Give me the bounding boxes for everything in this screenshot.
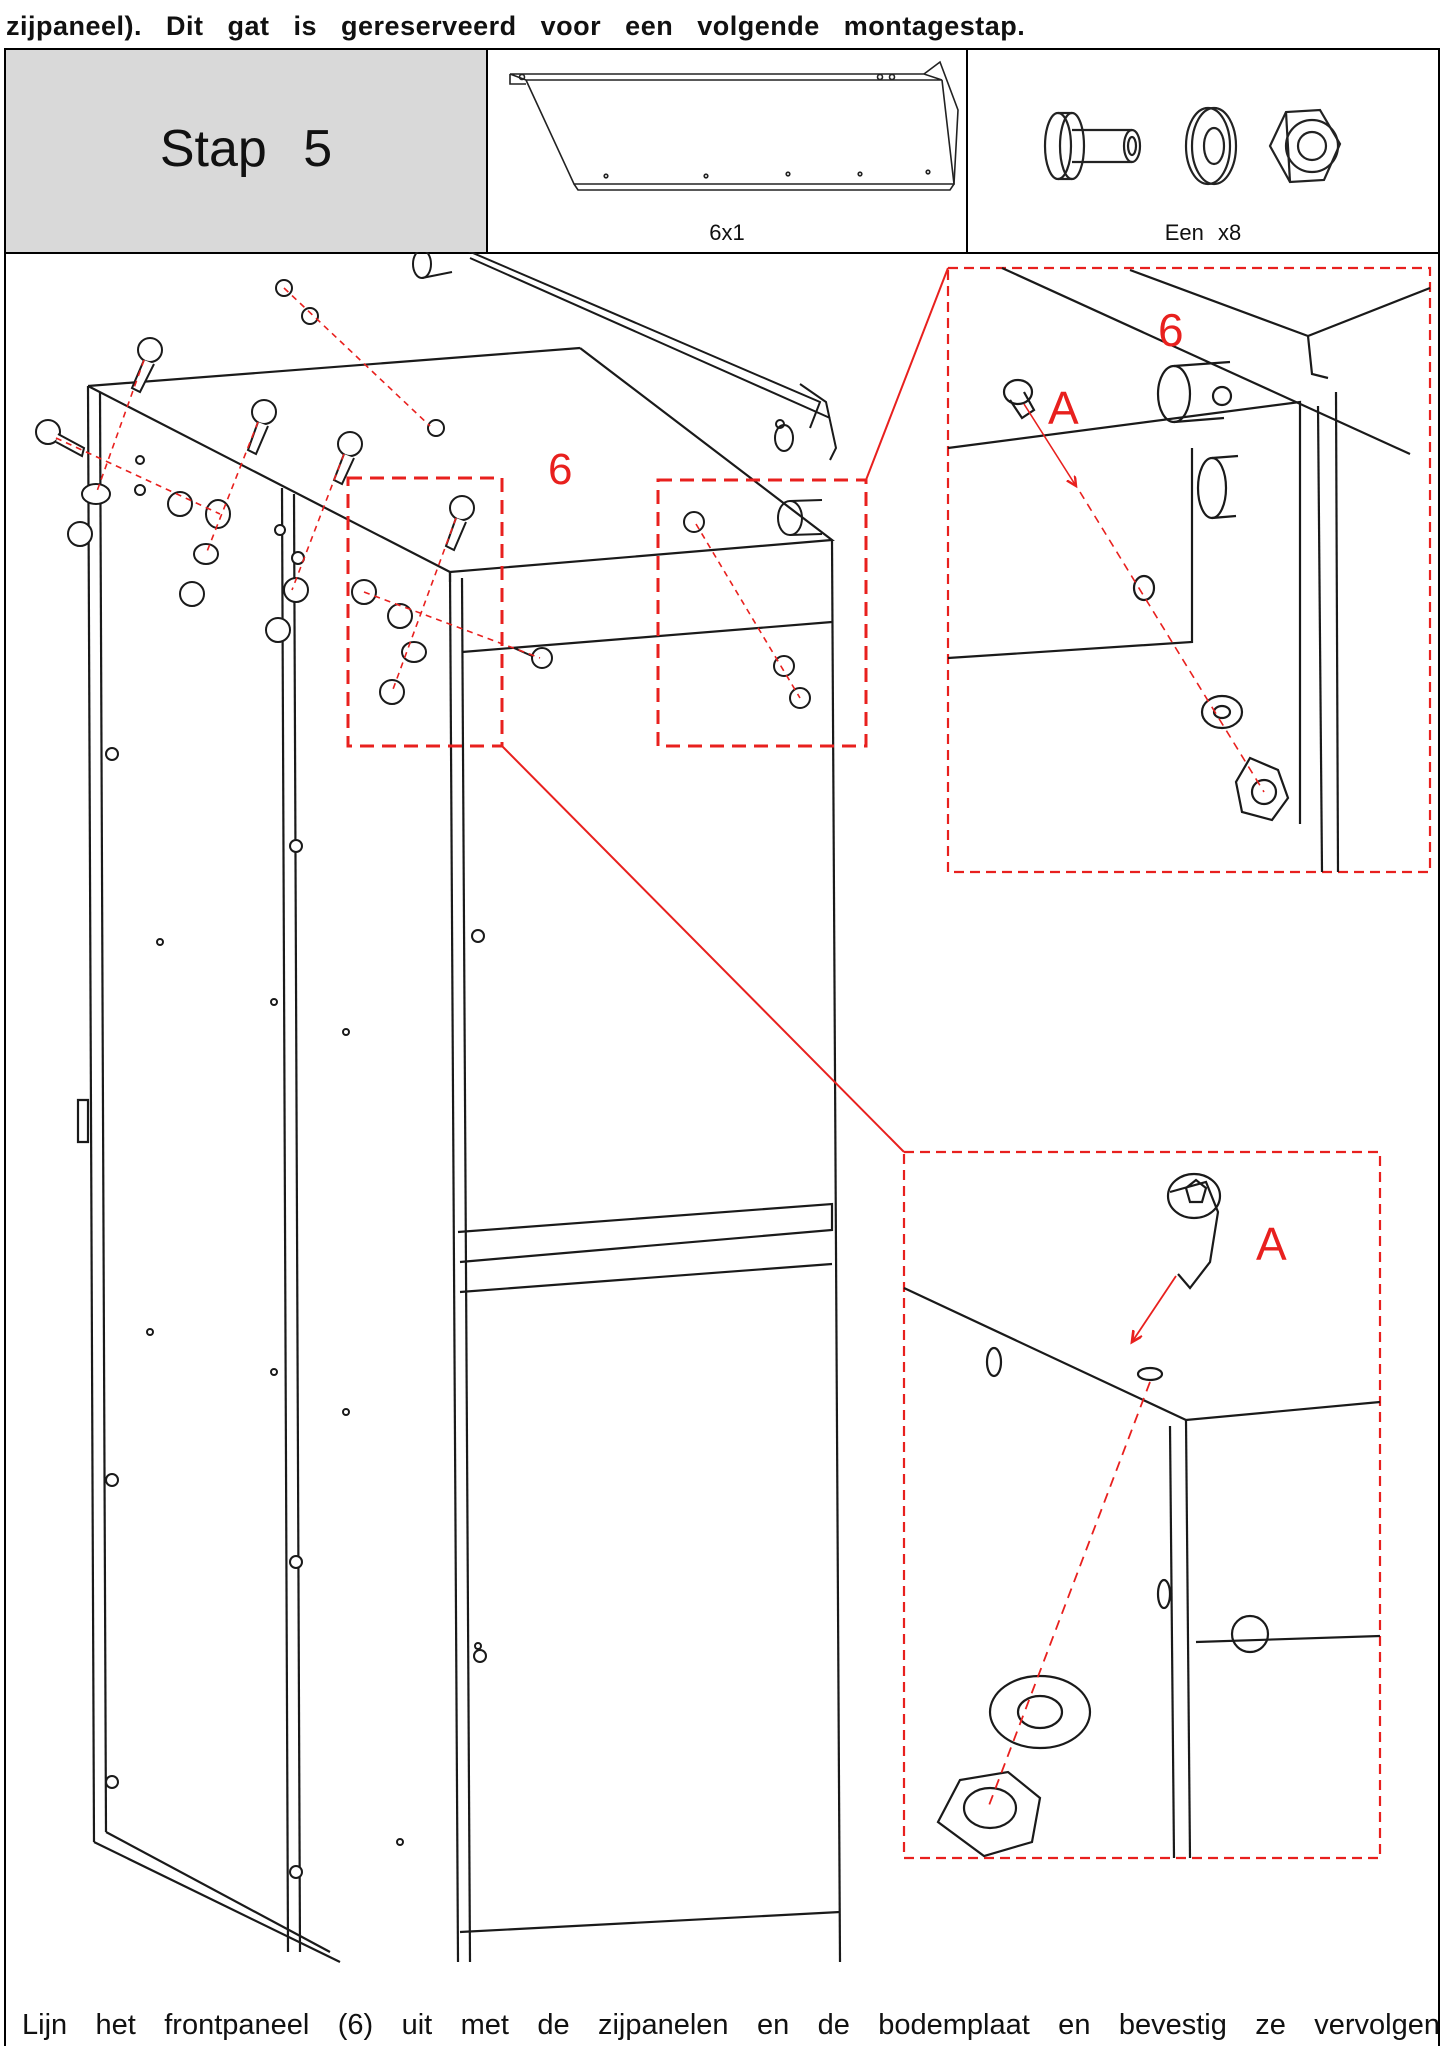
part-label-detail: 6 (1158, 304, 1184, 356)
front-panel-quantity: 6x1 (709, 220, 745, 245)
hardware-quantity: Een x8 (1164, 220, 1242, 245)
instruction-text: Lijn het frontpaneel (6) uit met de zijp… (22, 2009, 1440, 2041)
part-label-main: 6 (548, 445, 572, 494)
detail-bottom-right-guides (987, 1275, 1177, 1809)
front-panel-part-illustration (509, 60, 959, 191)
bolt-icon (1043, 111, 1142, 181)
top-rail-drawing (412, 252, 838, 536)
step-cell: Stap 5 (6, 50, 488, 252)
fastening-guides (55, 287, 801, 699)
washer-icon (1184, 106, 1238, 186)
detail-bottom-right (902, 1150, 1382, 1860)
step-label: Stap 5 (159, 120, 333, 178)
nut-icon (1268, 108, 1342, 184)
zoom-connector-lines (501, 267, 949, 1153)
parts-header-table: Stap 5 6x (4, 48, 1440, 254)
front-panel-part-cell: 6x1 (488, 50, 968, 252)
zoom-callout-boxes (346, 476, 868, 748)
cabinet-drawing (76, 346, 842, 1963)
assembly-diagram-frame (4, 252, 1440, 2046)
hardware-set-illustration (1043, 106, 1342, 186)
detail-bottom-right-drawing (903, 1172, 1381, 1859)
detail-top-right-drawing (947, 266, 1431, 873)
hardware-part-cell: Een x8 (968, 50, 1438, 252)
detail-top-right (946, 266, 1432, 874)
screw-label-top: A (1048, 382, 1079, 434)
mounting-holes (105, 455, 487, 1879)
assembly-diagram: 6 6 A A (35, 252, 1432, 1963)
detail-top-right-guides (1023, 403, 1265, 793)
fastener-bolts (35, 279, 705, 669)
screw-label-bottom: A (1256, 1218, 1287, 1270)
continued-instruction-text: zijpaneel). Dit gat is gereserveerd voor… (6, 11, 1026, 41)
